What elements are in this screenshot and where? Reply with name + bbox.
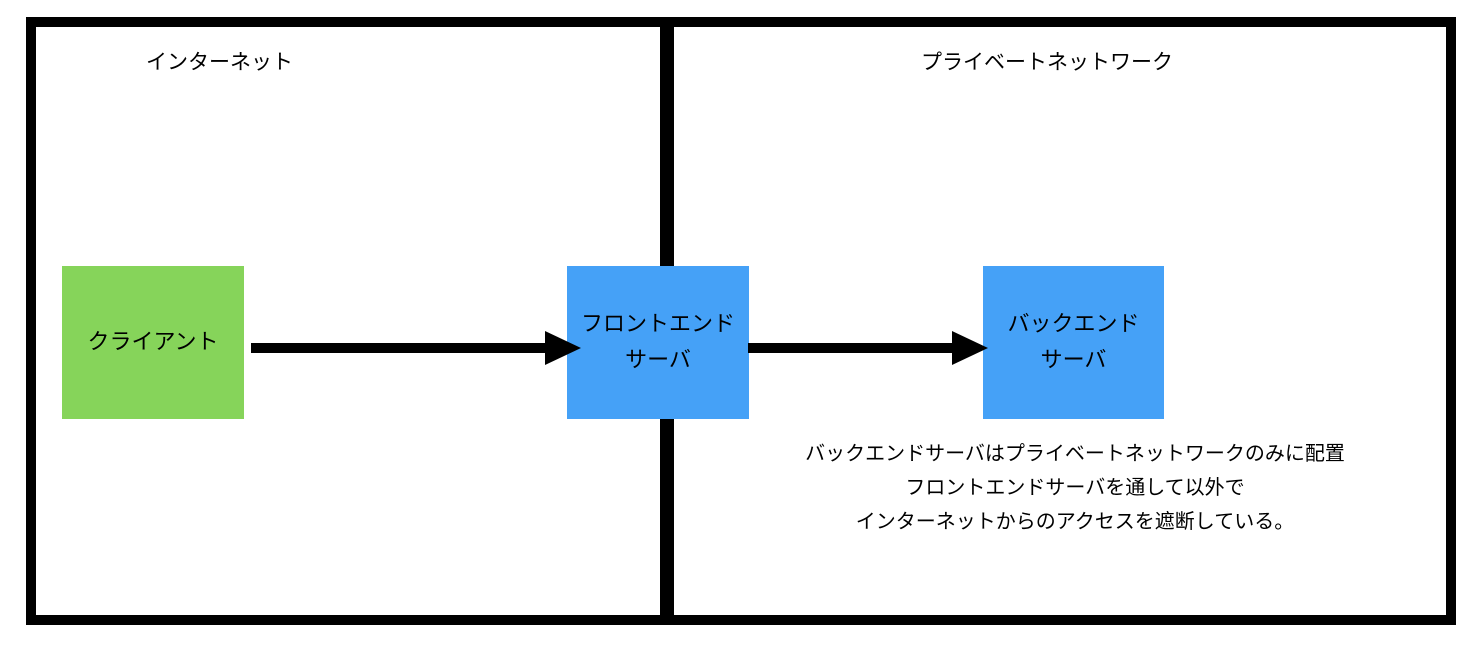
- client-node[interactable]: クライアント: [62, 266, 244, 419]
- frontend-server-node[interactable]: フロントエンド サーバ: [567, 266, 749, 419]
- frontend-server-node-label: フロントエンド サーバ: [580, 311, 735, 373]
- note-line-1: バックエンドサーバはプライベートネットワークのみに配置: [805, 441, 1345, 465]
- private-network-zone-title: プライベートネットワーク: [921, 50, 1173, 74]
- diagram-outer-frame: [26, 17, 1456, 625]
- backend-server-node-label: バックエンド サーバ: [1007, 311, 1140, 373]
- internet-zone-title: インターネット: [146, 50, 293, 74]
- note-line-2: フロントエンドサーバを通して以外で: [905, 475, 1245, 499]
- backend-isolation-note: バックエンドサーバはプライベートネットワークのみに配置 フロントエンドサーバを通…: [735, 436, 1415, 538]
- client-node-label: クライアント: [87, 329, 219, 355]
- note-line-3: インターネットからのアクセスを遮断している。: [855, 509, 1295, 533]
- backend-server-node[interactable]: バックエンド サーバ: [983, 266, 1164, 419]
